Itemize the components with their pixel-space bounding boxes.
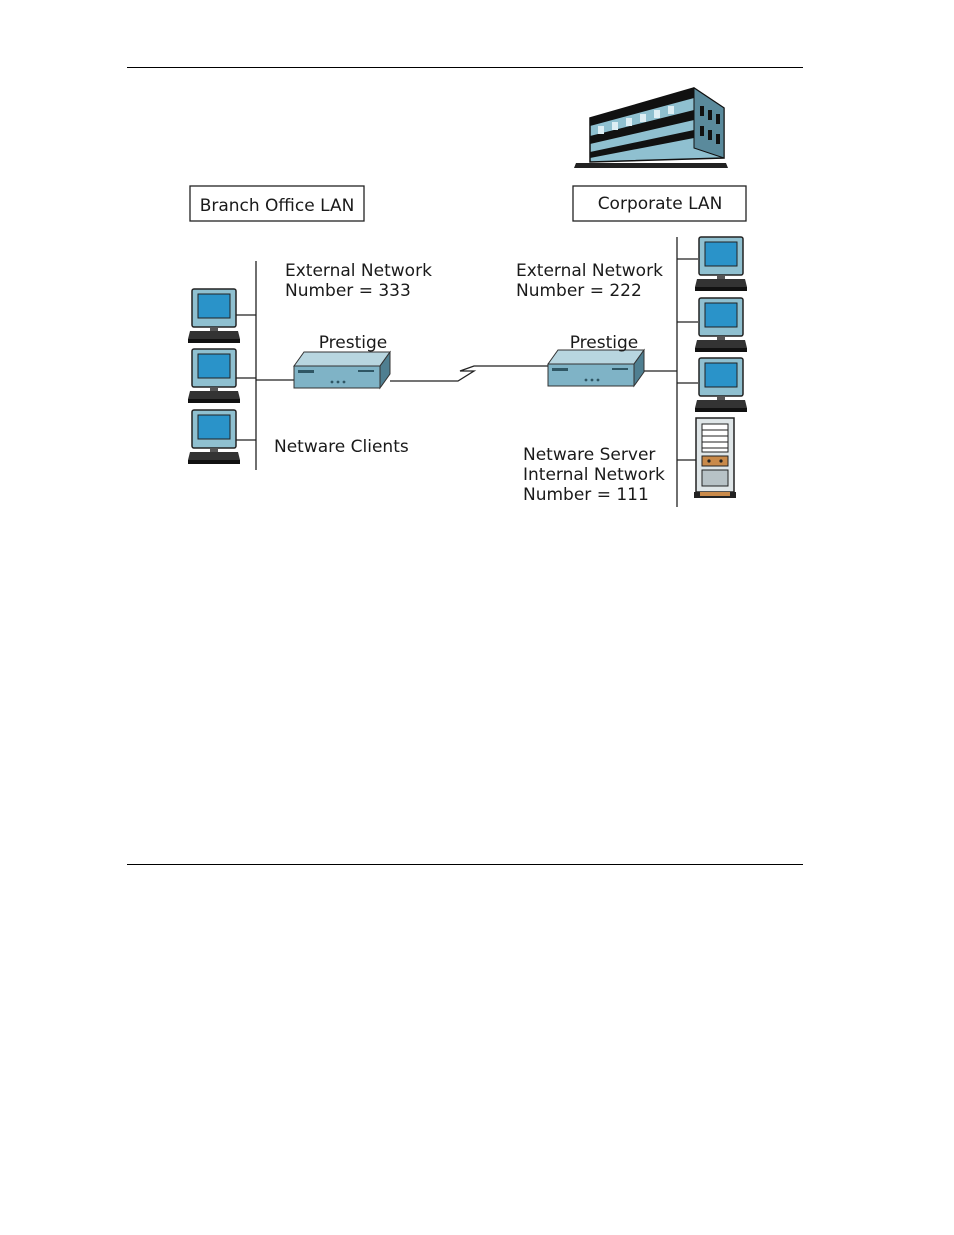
netware-clients-label: Netware Clients bbox=[274, 437, 409, 457]
router-icon bbox=[294, 352, 390, 388]
office-building-icon bbox=[574, 88, 728, 168]
branch-router-label: Prestige bbox=[319, 333, 388, 353]
computer-icon bbox=[695, 237, 747, 291]
branch-net-line2: Number = 333 bbox=[285, 281, 411, 301]
corporate-router-label: Prestige bbox=[570, 333, 639, 353]
computer-icon bbox=[695, 358, 747, 412]
computer-icon bbox=[188, 410, 240, 464]
server-line1: Netware Server bbox=[523, 445, 655, 465]
computer-icon bbox=[695, 298, 747, 352]
server-tower-icon bbox=[694, 418, 736, 498]
computer-icon bbox=[188, 289, 240, 343]
computer-icon bbox=[188, 349, 240, 403]
bottom-rule bbox=[127, 864, 803, 865]
corporate-net-line2: Number = 222 bbox=[516, 281, 642, 301]
server-line2: Internal Network bbox=[523, 465, 665, 485]
corporate-net-line1: External Network bbox=[516, 261, 663, 281]
server-line3: Number = 111 bbox=[523, 485, 649, 505]
wan-link bbox=[390, 366, 548, 381]
branch-office-lan-title: Branch Office LAN bbox=[200, 196, 355, 216]
branch-net-line1: External Network bbox=[285, 261, 432, 281]
corporate-lan-title: Corporate LAN bbox=[598, 194, 723, 214]
router-icon bbox=[548, 350, 644, 386]
